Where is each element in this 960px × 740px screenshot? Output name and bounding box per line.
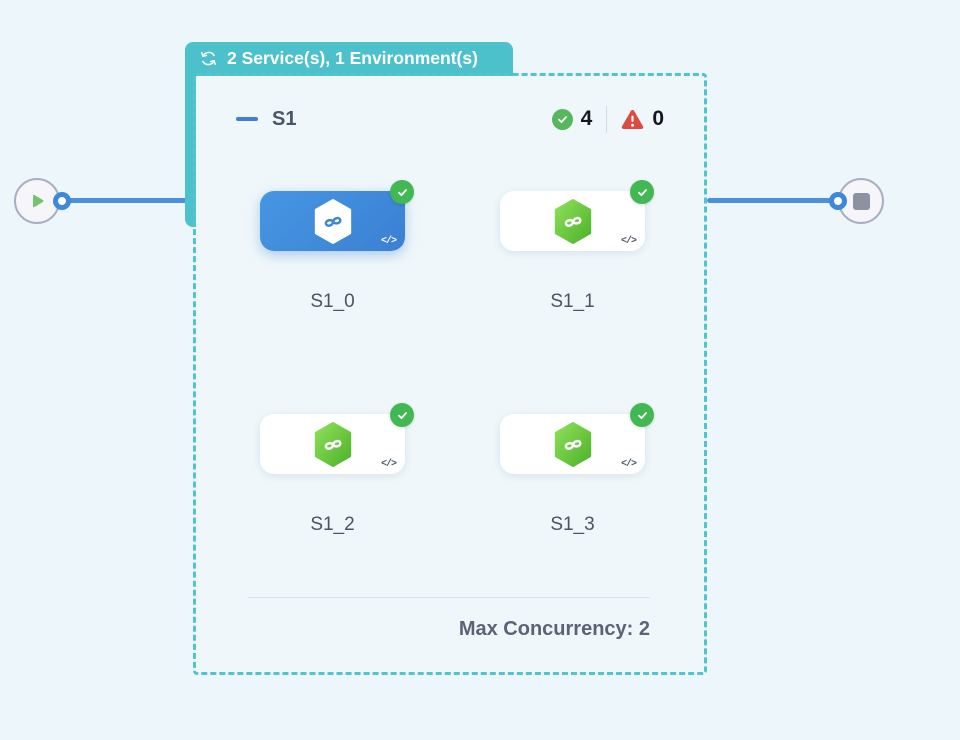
cycle-icon: [198, 48, 219, 74]
edge-group-to-end: [707, 198, 838, 203]
service-hexagon-icon: [554, 421, 591, 467]
code-icon: </>: [380, 459, 397, 470]
edge-start-to-group: [62, 198, 192, 203]
service-card-s1-1[interactable]: </>: [500, 180, 654, 251]
success-check-icon: [390, 403, 414, 427]
code-icon: </>: [380, 236, 397, 247]
service-label: S1_0: [310, 291, 355, 312]
success-check-icon: [630, 180, 654, 204]
success-check-icon: [630, 403, 654, 427]
stage-group-box[interactable]: S1 4 0: [193, 73, 707, 675]
badge-label: 2 Service(s), 1 Environment(s): [227, 48, 478, 68]
service-card-s1-2[interactable]: </>: [260, 403, 414, 474]
service-label: S1_2: [310, 514, 355, 535]
service-cell-s1-3: </> S1_3: [500, 403, 654, 536]
play-icon: [33, 194, 44, 208]
service-card-s1-3[interactable]: </>: [500, 403, 654, 474]
service-cell-s1-2: </> S1_2: [260, 403, 414, 536]
code-icon: </>: [620, 236, 637, 247]
warning-icon: [621, 109, 644, 130]
success-status-icon: [551, 108, 573, 130]
code-icon: </>: [620, 459, 637, 470]
service-cell-s1-1: </> S1_1: [500, 180, 654, 313]
group-title: S1: [272, 107, 297, 130]
passed-count: 4: [580, 107, 593, 130]
stop-icon: [852, 192, 870, 210]
success-check-icon: [390, 180, 414, 204]
service-label: S1_1: [550, 291, 595, 312]
footer-divider: [248, 597, 650, 598]
failed-count: 0: [652, 107, 664, 130]
max-concurrency-label: Max Concurrency: 2: [458, 618, 650, 640]
service-hexagon-icon: [554, 198, 591, 244]
service-label: S1_3: [550, 514, 595, 535]
start-node[interactable]: [14, 178, 60, 224]
service-hexagon-icon: [314, 421, 351, 467]
end-connector-port[interactable]: [829, 192, 847, 210]
service-hexagon-icon: [314, 198, 351, 244]
group-header: S1 4 0: [236, 104, 664, 134]
collapse-icon[interactable]: [236, 117, 258, 121]
service-cell-s1-0: </> S1_0: [260, 180, 414, 313]
start-connector-port[interactable]: [53, 192, 71, 210]
header-divider: [606, 105, 608, 133]
service-card-s1-0[interactable]: </>: [260, 180, 414, 251]
